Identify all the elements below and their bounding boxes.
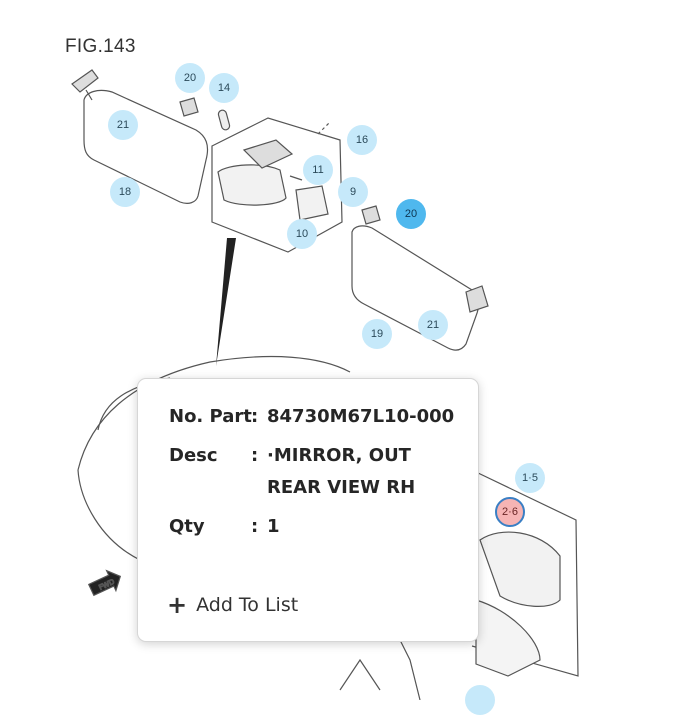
add-to-list-button[interactable]: + Add To List <box>167 592 298 618</box>
callout-2-6-active[interactable]: 2·6 <box>495 497 525 527</box>
add-to-list-label: Add To List <box>196 594 299 616</box>
callout-16[interactable]: 16 <box>347 125 377 155</box>
description-line-2: REAR VIEW RH <box>267 477 416 498</box>
callout-19[interactable]: 19 <box>362 319 392 349</box>
callout-20-top[interactable]: 20 <box>175 63 205 93</box>
part-number-separator: : <box>251 406 259 427</box>
callout-11[interactable]: 11 <box>303 155 333 185</box>
description-line-1: ·MIRROR, OUT <box>267 445 411 466</box>
quantity-value: 1 <box>267 516 280 537</box>
callout-21-left[interactable]: 21 <box>108 110 138 140</box>
callout-10[interactable]: 10 <box>287 219 317 249</box>
part-number-value: 84730M67L10-000 <box>267 406 455 427</box>
part-info-popup: No. Part : 84730M67L10-000 Desc : ·MIRRO… <box>137 378 479 642</box>
callout-9[interactable]: 9 <box>338 177 368 207</box>
description-label: Desc <box>169 445 218 466</box>
parts-diagram: FWD <box>71 69 579 700</box>
callout-18[interactable]: 18 <box>110 177 140 207</box>
part-number-label: No. Part <box>169 406 252 427</box>
plus-icon: + <box>167 591 188 619</box>
mirror-assembly-frame <box>211 117 343 253</box>
callout-1-5[interactable]: 1·5 <box>515 463 545 493</box>
callout-14[interactable]: 14 <box>209 73 239 103</box>
sun-visor-right <box>351 225 480 351</box>
vehicle-outline <box>77 355 351 471</box>
figure-label: FIG.143 <box>65 36 136 57</box>
callout-20-selected[interactable]: 20 <box>396 199 426 229</box>
callout-21-right[interactable]: 21 <box>418 310 448 340</box>
description-separator: : <box>251 445 259 466</box>
callout-bottom-partial[interactable] <box>465 685 495 715</box>
quantity-separator: : <box>251 516 259 537</box>
sun-visor-left <box>83 89 209 204</box>
quantity-label: Qty <box>169 516 205 537</box>
forward-arrow-icon: FWD <box>87 569 122 597</box>
